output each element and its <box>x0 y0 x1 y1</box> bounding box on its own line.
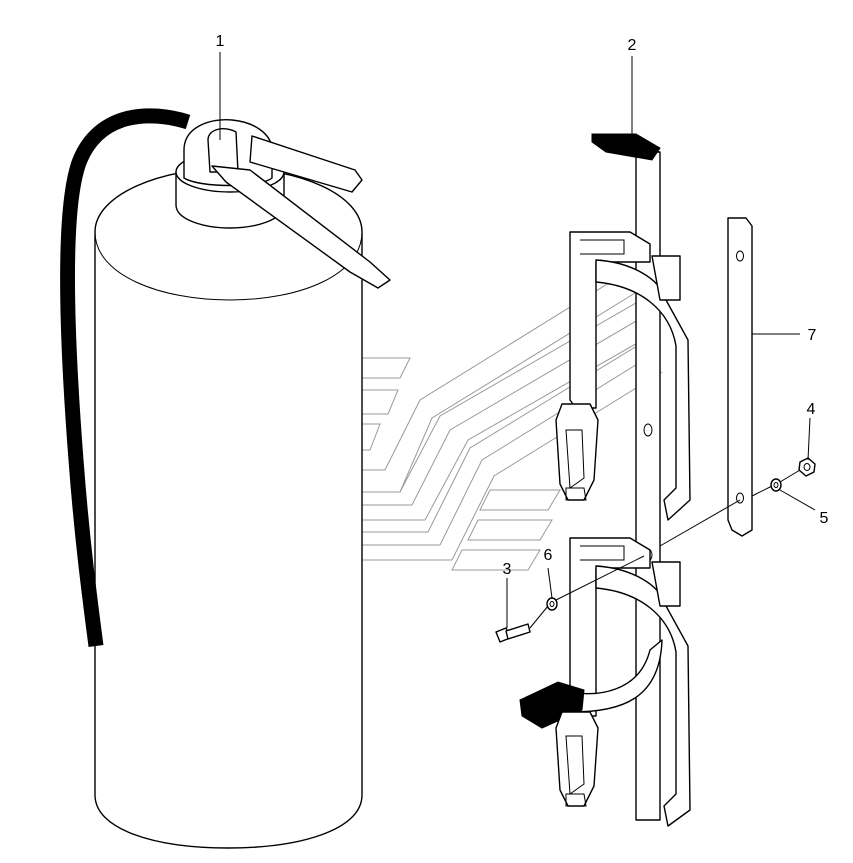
callout-1: 1 <box>216 33 225 50</box>
callout-6: 6 <box>544 547 553 564</box>
callout-7: 7 <box>808 327 817 344</box>
washer <box>546 597 558 611</box>
callout-4: 4 <box>807 401 816 418</box>
bolt <box>495 623 531 643</box>
assembly-lines <box>529 469 801 629</box>
wall-bracket-icon <box>519 133 691 827</box>
callout-5: 5 <box>820 510 829 527</box>
callout-3: 3 <box>503 561 512 578</box>
lock-washer <box>770 478 782 492</box>
leader-lines <box>219 52 816 628</box>
fire-extinguisher-icon <box>60 108 391 849</box>
nut <box>798 457 816 477</box>
callout-2: 2 <box>628 37 637 54</box>
mounting-strip <box>727 217 753 537</box>
